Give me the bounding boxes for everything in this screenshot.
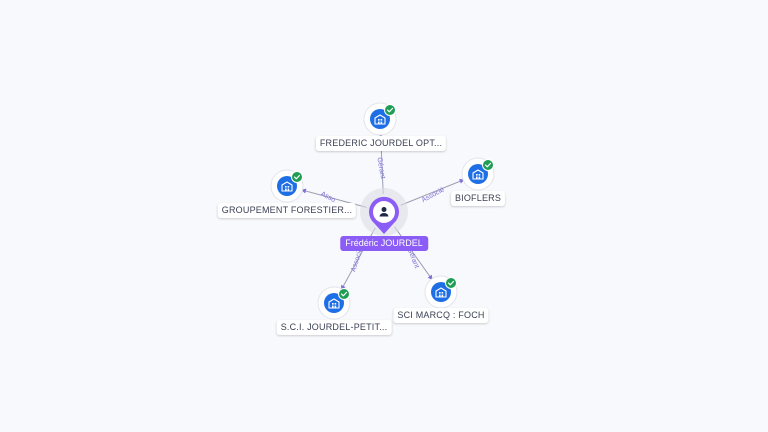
verified-check-icon xyxy=(384,104,396,116)
verified-check-icon xyxy=(291,171,303,183)
company-label[interactable]: FREDERIC JOURDEL OPT... xyxy=(315,136,447,151)
person-node[interactable] xyxy=(360,188,408,236)
company-node[interactable] xyxy=(270,169,304,203)
relation-label: Associé xyxy=(421,186,446,204)
building-icon xyxy=(435,287,447,298)
verified-check-icon xyxy=(338,288,350,300)
person-label[interactable]: Frédéric JOURDEL xyxy=(340,236,428,251)
building-icon xyxy=(328,298,340,309)
person-icon xyxy=(379,207,389,217)
company-node[interactable] xyxy=(461,157,495,191)
company-label[interactable]: GROUPEMENT FORESTIER... xyxy=(217,203,357,218)
relation-edge xyxy=(301,188,367,208)
verified-check-icon xyxy=(445,277,457,289)
company-label[interactable]: BIOFLERS xyxy=(450,191,506,206)
building-icon xyxy=(374,114,386,125)
building-icon xyxy=(472,169,484,180)
building-icon xyxy=(281,181,293,192)
relation-label: Associé xyxy=(350,247,364,273)
relation-edge xyxy=(394,226,433,281)
company-node[interactable] xyxy=(363,102,397,136)
relation-label: Gérant xyxy=(375,157,386,179)
company-label[interactable]: SCI MARCQ : FOCH xyxy=(393,308,489,323)
company-node[interactable] xyxy=(317,286,351,320)
company-node[interactable] xyxy=(424,275,458,309)
relation-edge xyxy=(400,178,465,206)
company-label[interactable]: S.C.I. JOURDEL-PETIT... xyxy=(276,320,392,335)
verified-check-icon xyxy=(482,159,494,171)
